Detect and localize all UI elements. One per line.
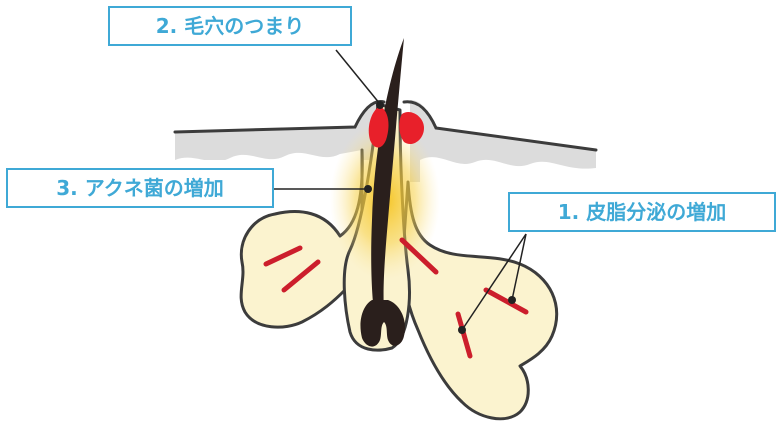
label-acne-bacteria: 3. アクネ菌の増加: [6, 168, 274, 208]
sebaceous-gland-right: [400, 180, 559, 421]
sebum-mark: [399, 237, 439, 275]
leader-line-pore: [335, 49, 381, 105]
sebum-mark: [483, 287, 529, 315]
skin-surface-line: [173, 100, 386, 134]
leader-dot-sebum-a: [508, 296, 516, 304]
label-sebum-increase: 1. 皮脂分泌の増加: [508, 192, 776, 232]
hair-bulb: [360, 300, 406, 347]
skin-surface-line-right: [402, 100, 598, 152]
skin-wave-right: [420, 157, 596, 184]
sebum-mark: [263, 245, 303, 267]
leader-dot-sebum-b: [458, 326, 466, 334]
hair-shaft: [371, 38, 404, 320]
leader-dot-bacteria: [364, 185, 372, 193]
sebum-mark: [281, 259, 321, 293]
sebum-mark: [455, 311, 473, 359]
pore-clog-right: [399, 111, 424, 145]
skin-wave-left: [175, 150, 362, 170]
leader-dot-pore: [376, 101, 384, 109]
leader-line-sebum-a: [511, 233, 527, 301]
leader-line-sebum-b: [461, 233, 527, 331]
skin-layer-right: [410, 100, 596, 182]
label-pore-clogging: 2. 毛穴のつまり: [108, 6, 352, 46]
pore-clog-left: [368, 106, 389, 148]
